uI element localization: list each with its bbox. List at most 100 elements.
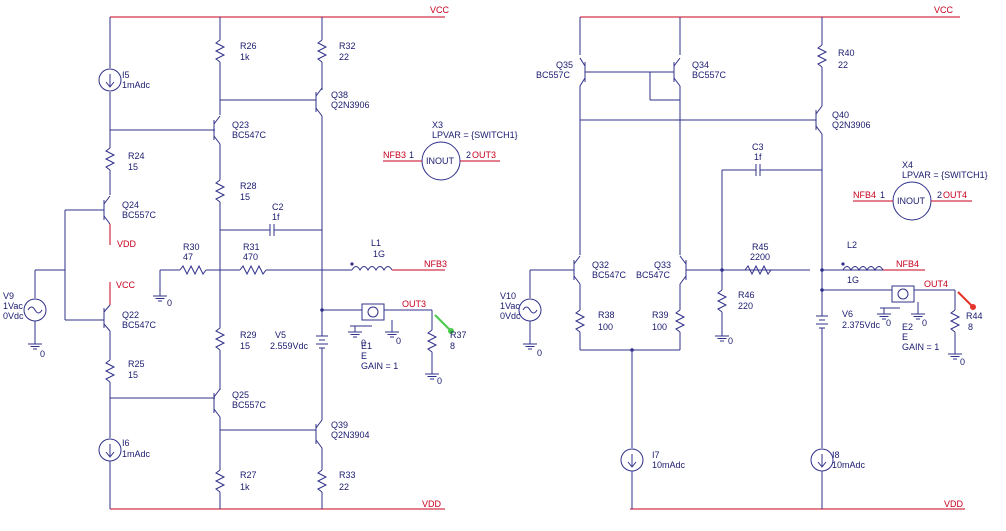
c2-value: 1f bbox=[272, 212, 280, 222]
c3-name: C3 bbox=[752, 142, 764, 152]
label: 0 bbox=[437, 376, 442, 386]
x3-param: LPVAR = {SWITCH1} bbox=[432, 130, 518, 140]
q25-model: BC557C bbox=[232, 400, 267, 410]
left-amplifier: VCC VDD I5 1mAdc R24 15 Q24 BC557C VDD V… bbox=[3, 5, 518, 510]
r25-name: R25 bbox=[128, 359, 145, 369]
label: 0 bbox=[396, 336, 401, 346]
e2-type: E bbox=[902, 332, 908, 342]
v9-ac: 1Vac bbox=[3, 301, 23, 311]
inductor-l2 bbox=[842, 266, 884, 272]
x3-out-net: OUT3 bbox=[472, 150, 496, 160]
label: 0 bbox=[922, 318, 927, 328]
e1-type: E bbox=[361, 351, 367, 361]
vdd-label-left: VDD bbox=[422, 499, 442, 509]
r45-value: 2200 bbox=[750, 252, 770, 262]
x4-pin2: 2 bbox=[937, 190, 942, 200]
c2-name: C2 bbox=[272, 202, 284, 212]
resistor-r30 bbox=[179, 264, 207, 276]
r44-name: R44 bbox=[966, 311, 983, 321]
v6-value: 2.375Vdc bbox=[842, 320, 881, 330]
resistor-r26 bbox=[214, 39, 226, 63]
x3-inout: INOUT bbox=[426, 156, 455, 166]
v10-ac: 1Vac bbox=[500, 301, 520, 311]
vcc-label-left: VCC bbox=[430, 5, 450, 15]
label: 0 bbox=[361, 338, 366, 348]
vcc-label-right: VCC bbox=[934, 5, 954, 15]
v10-dc: 0Vdc bbox=[500, 311, 521, 321]
v10-name: V10 bbox=[500, 291, 516, 301]
l1-value: 1G bbox=[373, 249, 385, 259]
r30-value: 47 bbox=[183, 252, 193, 262]
q40-model: Q2N3906 bbox=[832, 120, 871, 130]
resistor-r33 bbox=[316, 469, 328, 493]
l1-name: L1 bbox=[371, 238, 381, 248]
resistor-r38 bbox=[574, 309, 586, 333]
q40-name: Q40 bbox=[832, 110, 849, 120]
x4-pin1: 1 bbox=[880, 190, 885, 200]
inductor-l1 bbox=[351, 266, 393, 272]
r46-name: R46 bbox=[738, 290, 755, 300]
r30-name: R30 bbox=[183, 242, 200, 252]
r40-name: R40 bbox=[838, 48, 855, 58]
i6-value: 1mAdc bbox=[122, 449, 151, 459]
label: 0 bbox=[960, 357, 965, 367]
resistor-r46 bbox=[716, 289, 728, 313]
x4-name: X4 bbox=[902, 160, 913, 170]
e2-gain: GAIN = 1 bbox=[902, 342, 939, 352]
l2-name: L2 bbox=[847, 240, 857, 250]
resistor-r45 bbox=[744, 264, 772, 276]
resistor-r25 bbox=[104, 359, 116, 383]
q34-model: BC557C bbox=[692, 70, 727, 80]
resistor-r40 bbox=[816, 44, 828, 68]
vcvs-e1 bbox=[361, 303, 385, 321]
resistor-r39 bbox=[674, 309, 686, 333]
r27-value: 1k bbox=[240, 482, 250, 492]
i7-name: I7 bbox=[652, 450, 660, 460]
q39-model: Q2N3904 bbox=[331, 430, 370, 440]
q23-model: BC547C bbox=[232, 130, 267, 140]
q24-model: BC557C bbox=[122, 210, 157, 220]
i7-value: 10mAdc bbox=[652, 460, 686, 470]
resistor-r44 bbox=[949, 309, 961, 333]
r31-name: R31 bbox=[243, 242, 260, 252]
q22-model: BC547C bbox=[122, 320, 157, 330]
r26-name: R26 bbox=[240, 41, 257, 51]
l2-value: 1G bbox=[847, 275, 859, 285]
x4-inout: INOUT bbox=[897, 196, 926, 206]
vdd-label-q24: VDD bbox=[117, 239, 137, 249]
resistor-r27 bbox=[214, 469, 226, 493]
label: 0 bbox=[40, 349, 45, 359]
i5-name: I5 bbox=[122, 70, 130, 80]
q32-model: BC547C bbox=[592, 270, 627, 280]
vcc-label-q22: VCC bbox=[116, 280, 136, 290]
resistor-r32 bbox=[316, 39, 328, 63]
q35-model: BC557C bbox=[536, 70, 571, 80]
r31-value: 470 bbox=[243, 252, 258, 262]
r28-name: R28 bbox=[240, 181, 257, 191]
e2-name: E2 bbox=[902, 322, 913, 332]
r27-name: R27 bbox=[240, 470, 257, 480]
resistor-r29 bbox=[214, 327, 226, 351]
q38-name: Q38 bbox=[331, 90, 348, 100]
q24-name: Q24 bbox=[122, 200, 139, 210]
q23-name: Q23 bbox=[232, 120, 249, 130]
q25-name: Q25 bbox=[232, 390, 249, 400]
x3-in-net: NFB3 bbox=[383, 150, 406, 160]
i8-value: 10mAdc bbox=[832, 460, 866, 470]
r33-name: R33 bbox=[339, 470, 356, 480]
r26-value: 1k bbox=[240, 52, 250, 62]
label: 0 bbox=[537, 348, 542, 358]
current-source-i5 bbox=[98, 68, 122, 92]
x3-name: X3 bbox=[432, 120, 443, 130]
q22-name: Q22 bbox=[122, 310, 139, 320]
label: 0 bbox=[728, 336, 733, 346]
q35-name: Q35 bbox=[556, 60, 573, 70]
v5-name: V5 bbox=[275, 330, 286, 340]
vcvs-e2 bbox=[891, 285, 915, 303]
r33-value: 22 bbox=[339, 482, 349, 492]
r29-value: 15 bbox=[240, 341, 250, 351]
nfb4-label: NFB4 bbox=[896, 259, 919, 269]
x3-pin1: 1 bbox=[409, 150, 414, 160]
vdd-label-right: VDD bbox=[944, 499, 964, 509]
